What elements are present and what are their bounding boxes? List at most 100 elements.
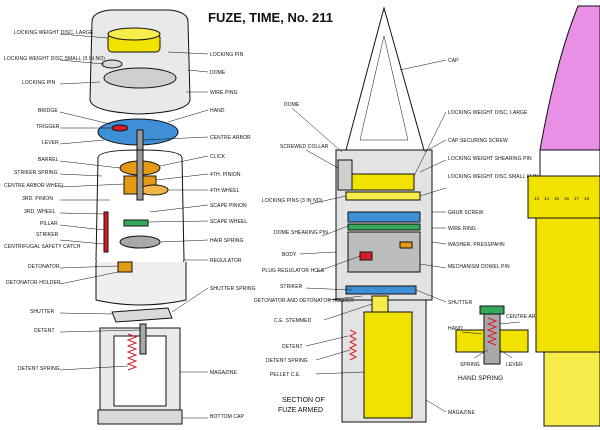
exterior-view: 13 14 15 16 17 18: [527, 5, 600, 427]
label-detent-spring-left: DETENT SPRING: [18, 366, 60, 372]
bottom-cap-part: [97, 409, 183, 425]
body-lower-part: [95, 262, 187, 306]
section-detent-spring: [348, 329, 358, 361]
exploded-view: [89, 9, 191, 425]
label-detonator-and-holder: DETONATOR AND DETONATOR HOLDER: [254, 298, 354, 304]
diagram-title: FUZE, TIME, No. 211: [208, 10, 333, 25]
hand-spring-caption: HAND SPRING: [458, 375, 503, 382]
label-screwed-collar: SCREWED COLLAR: [280, 144, 329, 150]
label-section-locking-weight-disc-small: LOCKING WEIGHT DISC SMALL (3 IN NO): [448, 174, 549, 180]
scale-number-15: 15: [554, 196, 560, 201]
label-pellet-ce: PELLET C.E.: [270, 372, 301, 378]
label-locking-pin-left: LOCKING PIN: [22, 80, 56, 86]
label-section-locking-weight-disc-large: LOCKING WEIGHT DISC, LARGE: [448, 110, 528, 116]
locking-weight-disc-top: [107, 27, 161, 41]
exterior-band: [539, 149, 600, 177]
section-mechanism-red: [359, 251, 373, 261]
hand-spring-inset: HAND CENTRE ARBOR SPRING LEVER HAND SPRI…: [448, 305, 547, 382]
label-locking-pins: LOCKING PINS (3 IN NO): [262, 198, 323, 204]
section-shutter-blue: [345, 285, 417, 295]
label-magazine-exploded: MAGAZINE: [210, 370, 237, 376]
hand-spring-coil: [486, 317, 498, 346]
label-ce-stemmed: C.E. STEMMED: [274, 318, 312, 324]
trigger-part: [111, 124, 129, 132]
label-section-shutter: SHUTTER: [448, 300, 473, 306]
section-left-labels: DOME SCREWED COLLAR LOCKING PINS (3 IN N…: [254, 102, 354, 378]
regulator-part: [119, 235, 161, 249]
label-detent-left: DETENT: [34, 328, 55, 334]
section-ce-stemmed: [371, 295, 389, 313]
exploded-leader-lines: [59, 33, 209, 419]
inner-plate-part: [103, 67, 177, 89]
label-section-magazine: MAGAZINE: [448, 410, 475, 416]
label-hair-spring: HAIR SPRING: [210, 238, 244, 244]
section-mechanism-orange: [399, 241, 413, 249]
section-screwed-collar: [337, 159, 353, 191]
label-dome-shearing-pin: DOME SHEARING PIN: [274, 230, 328, 236]
exterior-cap: [539, 5, 600, 151]
shutter-part: [111, 307, 173, 323]
cap-inner: [359, 35, 409, 141]
label-locking-weight-disc-large: LOCKING WEIGHT DISC, LARGE: [14, 30, 94, 36]
label-4th-pinion: 4TH. PINION: [210, 172, 241, 178]
label-hand-spring-spring: SPRING: [460, 362, 480, 368]
section-mechanism-green: [347, 223, 421, 231]
scale-number-18: 18: [584, 196, 590, 201]
detonator-part: [117, 261, 133, 273]
label-wire-ring: WIRE RING: [448, 226, 476, 232]
4th-wheel-part: [139, 184, 169, 196]
label-3rd-wheel: 3RD. WHEEL: [24, 209, 56, 215]
cap-outline: [345, 6, 425, 151]
label-3rd-pinion: 3RD. PINION: [22, 196, 53, 202]
section-view: [335, 6, 433, 423]
label-shutter-left: SHUTTER: [30, 309, 55, 315]
label-detonator-holder: DETONATOR HOLDER: [6, 280, 61, 286]
label-section-dome: DOME: [284, 102, 300, 108]
label-hand: HAND: [210, 108, 225, 114]
label-plug-regulator-hole: PLUG REGULATOR HOLE: [262, 268, 325, 274]
hand-spring-top: [479, 305, 505, 315]
section-locking-weight-disc-large: [351, 173, 415, 191]
label-scape-wheel: SCAPE WHEEL: [210, 219, 247, 225]
exploded-left-labels: LOCKING WEIGHT DISC, LARGE LOCKING WEIGH…: [4, 30, 245, 420]
section-right-labels: CAP LOCKING WEIGHT DISC, LARGE CAP SECUR…: [448, 58, 549, 416]
label-detent-spring-section: DETENT SPRING: [266, 358, 308, 364]
label-mechanism-dowel-pin: MECHANISM DOWEL PIN: [448, 264, 510, 270]
label-regulator: REGULATOR: [210, 258, 242, 264]
scale-number-13: 13: [534, 196, 540, 201]
label-striker-section: STRIKER: [280, 284, 303, 290]
label-grub-screw: GRUB SCREW: [448, 210, 484, 216]
label-locking-weight-disc-small: LOCKING WEIGHT DISC SMALL (3 IN NO): [4, 56, 105, 62]
label-bottom-cap: BOTTOM CAP: [210, 414, 245, 420]
label-cap: CAP: [448, 58, 459, 64]
section-mechanism-block: [347, 231, 421, 273]
label-wire-ping: WIRE PING: [210, 90, 238, 96]
exploded-right-labels: LOCKING PIN DOME WIRE PING HAND CENTRE A…: [210, 52, 255, 376]
label-detent-section: DETENT: [282, 344, 303, 350]
section-locking-weight-disc-small: [345, 191, 421, 201]
label-centre-arbor-wheel: CENTRE ARBOR WHEEL: [4, 183, 65, 189]
label-body: BODY: [282, 252, 297, 258]
label-trigger: TRIGGER: [36, 124, 60, 130]
detent-part: [139, 323, 147, 355]
scale-number-16: 16: [564, 196, 570, 201]
exterior-base: [543, 351, 600, 427]
label-hand-spring-centre-arbor: CENTRE ARBOR: [506, 314, 547, 320]
scape-wheel-part: [123, 219, 149, 227]
label-pillar: PILLAR: [40, 221, 58, 227]
label-lever: LEVER: [42, 140, 59, 146]
label-scape-pinion: SCAPE PINION: [210, 203, 247, 209]
label-click: CLICK: [210, 154, 226, 160]
label-striker-left: STRIKER: [36, 232, 59, 238]
section-pellet-ce: [363, 311, 413, 419]
label-4th-wheel: 4TH WHEEL: [210, 188, 240, 194]
label-centre-arbor: CENTRE ARBOR: [210, 135, 251, 141]
label-washer-presspahn: WASHER, PRESSPAHN: [448, 242, 505, 248]
label-bridge: BRIDGE: [38, 108, 58, 114]
scale-number-14: 14: [544, 196, 550, 201]
label-detonator: DETONATOR: [28, 264, 60, 270]
label-hand-spring-lever: LEVER: [506, 362, 523, 368]
section-caption-line1: SECTION OF: [282, 397, 325, 404]
label-striker-spring: STRIKER SPRING: [14, 170, 58, 176]
